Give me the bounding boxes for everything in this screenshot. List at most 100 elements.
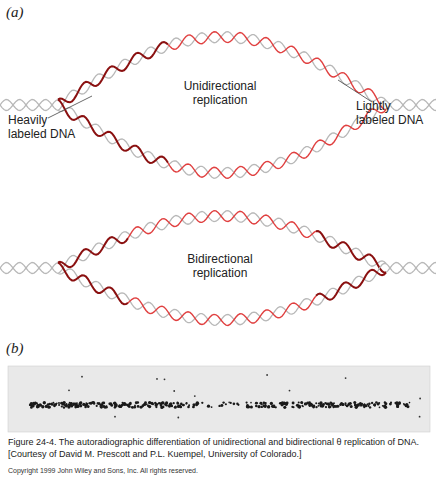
silver-grain <box>346 405 349 408</box>
silver-grain <box>350 405 353 408</box>
silver-grain <box>250 405 253 408</box>
silver-grain <box>123 403 125 405</box>
silver-grain <box>182 404 184 406</box>
silver-grain <box>292 406 294 408</box>
silver-grain <box>161 401 164 404</box>
silver-grains <box>29 374 421 418</box>
silver-grain <box>36 405 39 408</box>
silver-grain <box>256 402 258 404</box>
silver-grain <box>291 406 293 408</box>
silver-grain <box>340 402 343 405</box>
silver-grain <box>60 402 62 404</box>
panel-label: (b) <box>6 340 24 357</box>
silver-grain <box>148 405 151 408</box>
silver-grain <box>363 405 366 408</box>
strand-label: Heavily labeled DNA <box>8 114 78 142</box>
silver-grain <box>207 405 210 408</box>
dna-strand <box>168 109 386 178</box>
silver-grain <box>255 402 258 405</box>
dna-strand <box>58 32 386 111</box>
silver-grain <box>270 402 273 405</box>
silver-grain <box>161 402 163 404</box>
silver-grain <box>246 404 249 407</box>
silver-grain <box>263 401 266 404</box>
silver-grain <box>76 402 78 404</box>
silver-grain <box>350 403 352 405</box>
silver-grain <box>109 402 112 405</box>
silver-grain <box>63 406 65 408</box>
silver-grain <box>80 405 83 408</box>
silver-grain <box>267 405 270 408</box>
silver-grain <box>195 403 197 405</box>
silver-grain <box>315 406 317 408</box>
silver-grain <box>96 405 98 407</box>
silver-grain <box>49 406 51 408</box>
dna-strand <box>0 263 58 274</box>
dna-strand <box>58 263 128 305</box>
silver-grain <box>131 406 134 409</box>
silver-grain <box>155 402 157 404</box>
silver-grain <box>129 402 132 405</box>
silver-grain <box>126 404 128 406</box>
silver-grain <box>397 404 399 406</box>
silver-grain <box>271 405 273 407</box>
silver-grain <box>185 403 187 405</box>
silver-grain <box>128 405 131 408</box>
silver-grain <box>87 406 89 408</box>
silver-grain <box>357 403 360 406</box>
silver-grain <box>119 406 121 408</box>
silver-grain <box>321 405 323 407</box>
silver-grain <box>325 406 327 408</box>
silver-grain <box>137 405 140 408</box>
dna-strand <box>58 237 128 267</box>
dna-strand <box>316 231 386 273</box>
silver-grain <box>39 403 42 406</box>
silver-grain <box>317 405 319 407</box>
silver-grain <box>384 401 386 403</box>
background-grain <box>345 377 347 379</box>
silver-grain <box>330 402 333 405</box>
dna-strand <box>0 263 58 274</box>
silver-grain <box>51 403 54 406</box>
silver-grain <box>164 403 167 406</box>
silver-grain <box>61 404 63 406</box>
silver-grain <box>292 402 295 405</box>
silver-grain <box>298 402 300 404</box>
silver-grain <box>389 403 392 406</box>
silver-grain <box>158 402 161 405</box>
silver-grain <box>62 401 65 404</box>
dna-strand <box>386 100 436 111</box>
silver-grain <box>58 404 60 406</box>
silver-grain <box>368 402 370 404</box>
silver-grain <box>173 402 175 404</box>
silver-grain <box>335 405 338 408</box>
silver-grain <box>302 406 304 408</box>
background-grain <box>68 389 70 391</box>
dna-strand <box>58 101 386 179</box>
silver-grain <box>123 402 126 405</box>
silver-grain <box>312 406 315 409</box>
silver-grain <box>259 402 262 405</box>
background-grain <box>266 374 268 376</box>
silver-grain <box>53 404 56 407</box>
silver-grain <box>49 403 51 405</box>
silver-grain <box>281 404 284 407</box>
silver-grain <box>65 403 67 405</box>
silver-grain <box>373 404 375 406</box>
silver-grain <box>186 402 188 404</box>
silver-grain <box>327 403 330 406</box>
silver-grain <box>357 404 359 406</box>
silver-grain <box>98 402 101 405</box>
background-grain <box>164 378 166 380</box>
silver-grain <box>296 404 299 407</box>
silver-grain <box>161 402 163 404</box>
silver-grain <box>246 402 248 404</box>
silver-grain <box>333 402 335 404</box>
silver-grain <box>379 406 381 408</box>
dna-helices <box>0 32 436 326</box>
silver-grain <box>142 404 145 407</box>
silver-grain <box>71 403 73 405</box>
silver-grain <box>263 405 266 408</box>
silver-grain <box>148 402 150 404</box>
